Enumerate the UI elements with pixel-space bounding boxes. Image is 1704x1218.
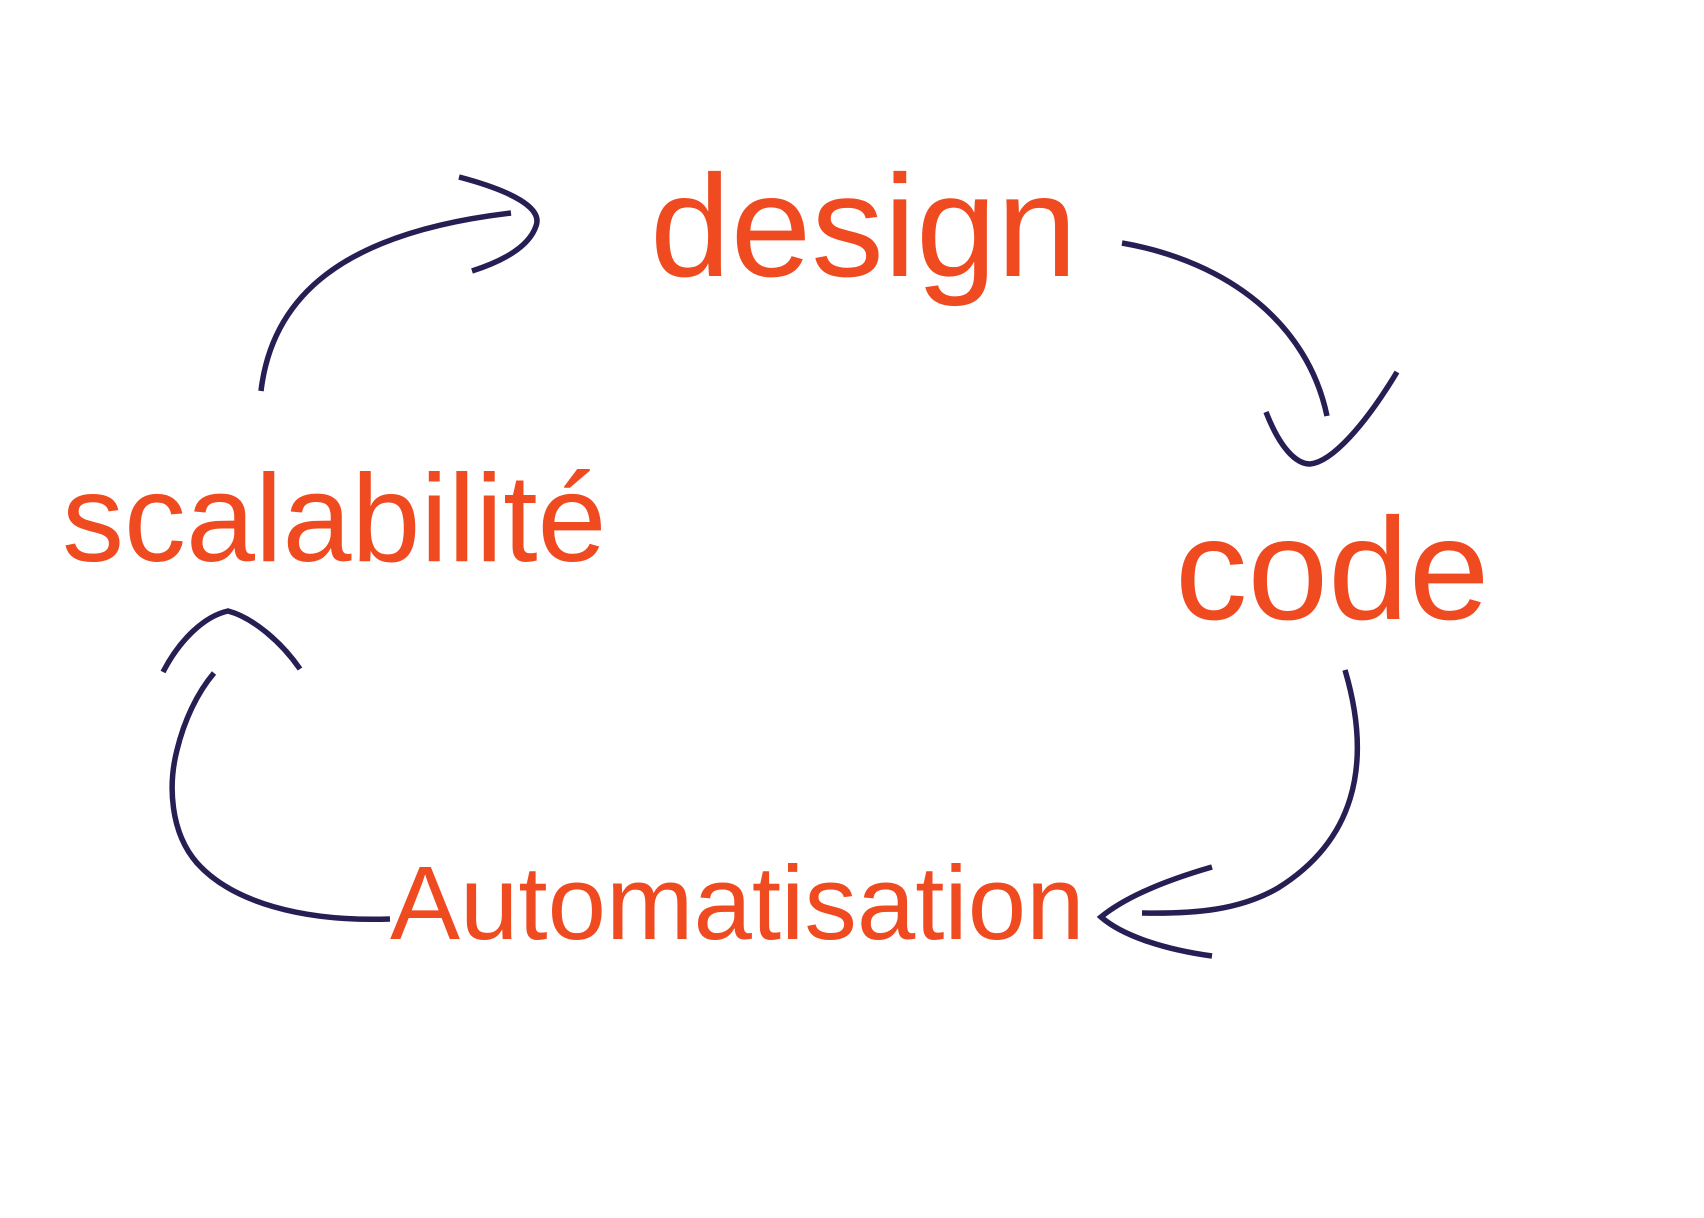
node-label-automatisation: Automatisation (390, 845, 1085, 962)
node-label-scalabilite: scalabilité (62, 450, 607, 588)
arrow-code-to-automatisation-shaft (1141, 669, 1361, 916)
arrow-code-to-automatisation-head-icon (1096, 864, 1213, 959)
arrow-design-to-code-head-icon (1263, 370, 1400, 467)
arrow-scalabilite-to-design-shaft (258, 210, 512, 392)
node-label-code: code (1175, 488, 1490, 650)
node-label-design: design (650, 145, 1078, 307)
arrow-design-to-code-shaft (1121, 240, 1330, 417)
arrow-scalabilite-to-design-head-icon (458, 174, 540, 274)
arrow-automatisation-to-scalabilite-shaft (169, 671, 391, 923)
arrow-automatisation-to-scalabilite-head-icon (160, 608, 303, 674)
